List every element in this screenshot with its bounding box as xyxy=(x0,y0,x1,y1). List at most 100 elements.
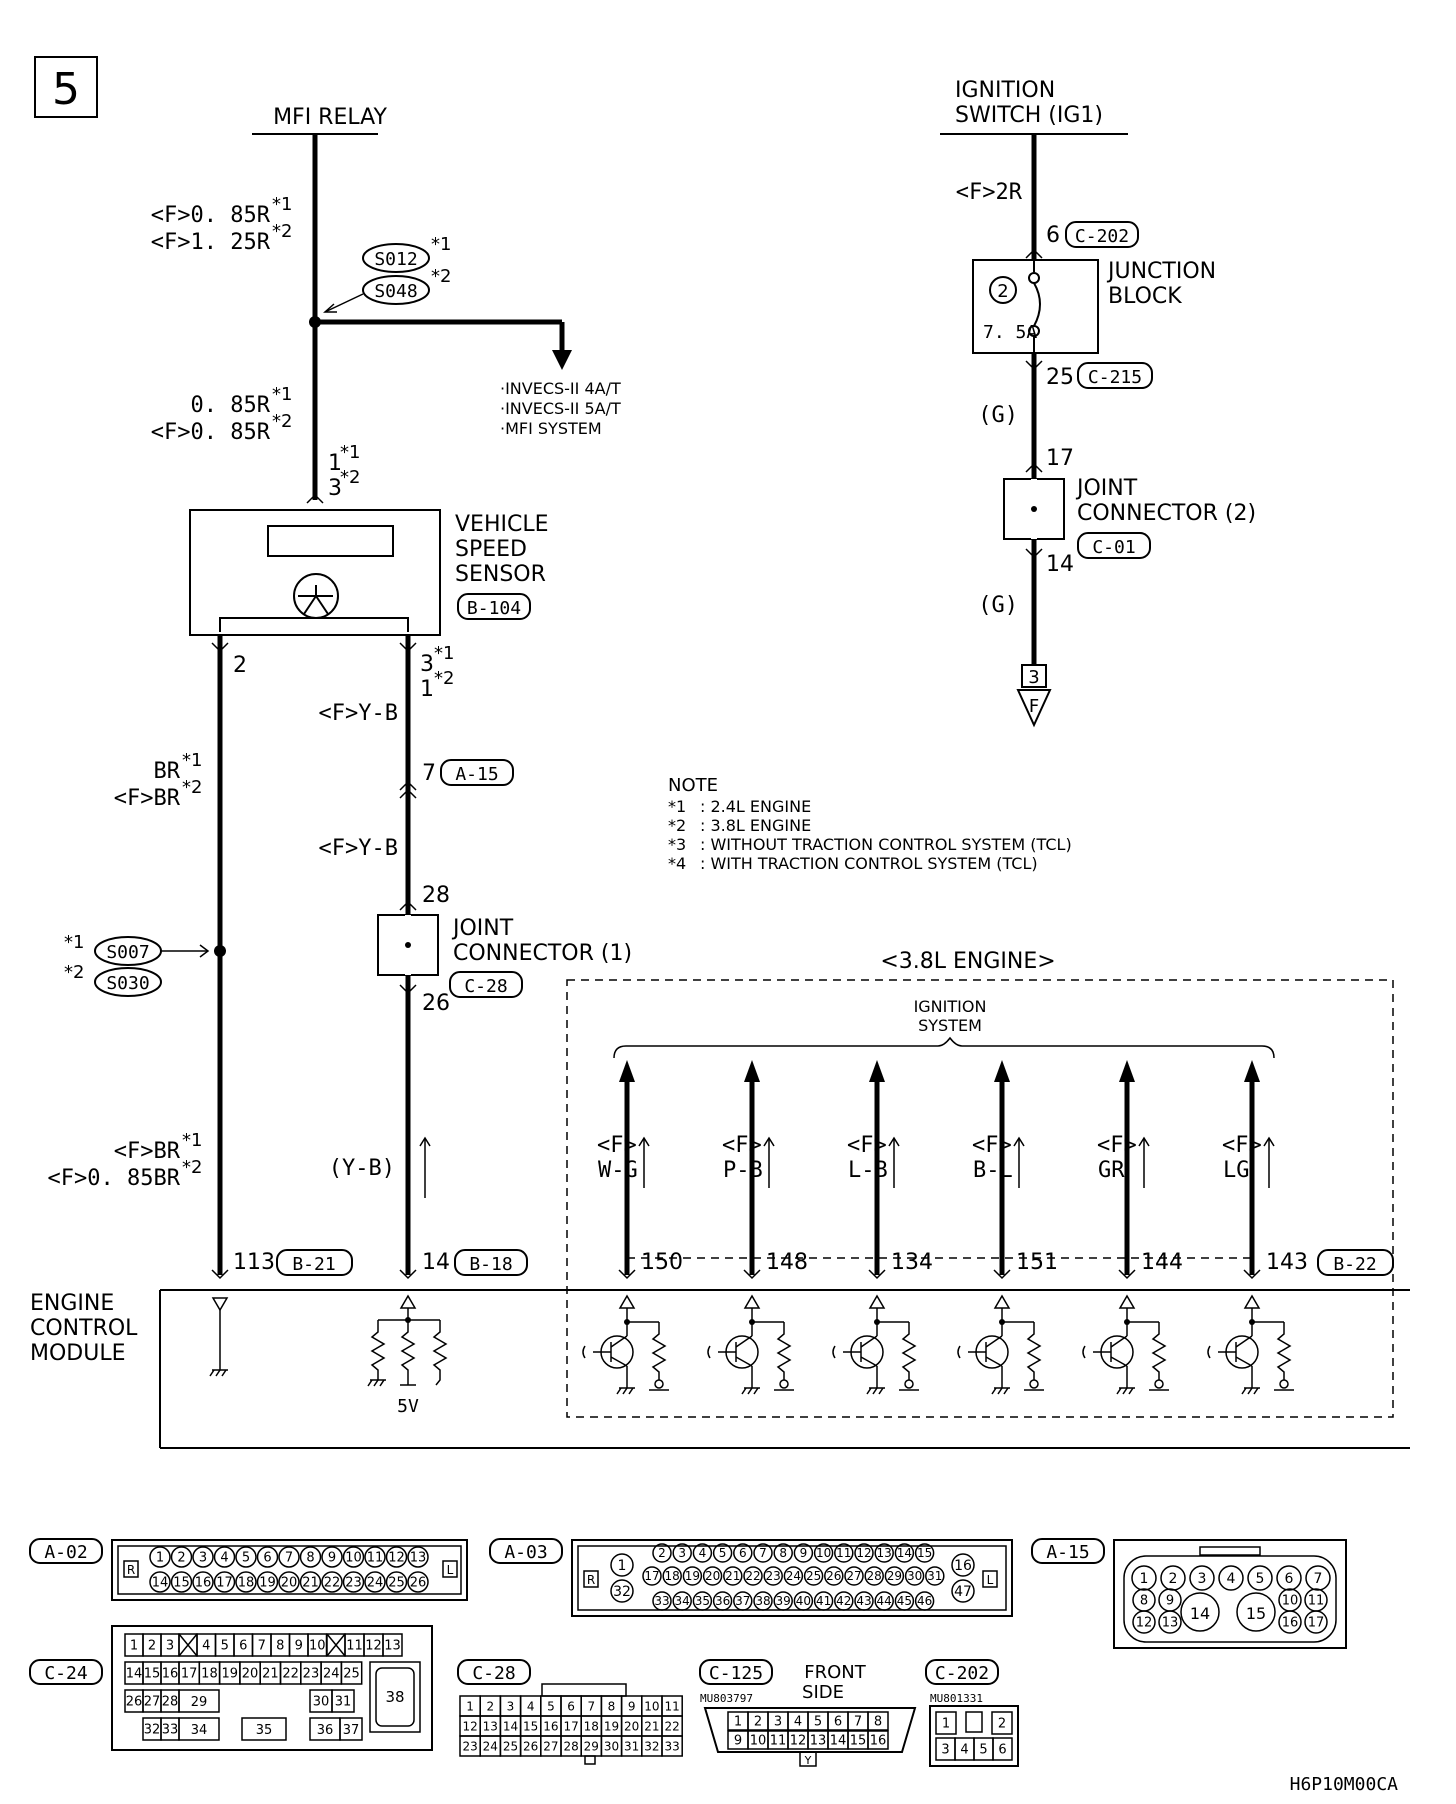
pin: 1 xyxy=(1140,1571,1149,1587)
ign-switch-label-2: SWITCH (IG1) xyxy=(955,103,1103,128)
ecm-5v: 5V xyxy=(397,1396,419,1417)
mfi-relay-label: MFI RELAY xyxy=(273,105,387,130)
pin: 11 xyxy=(664,1699,679,1713)
svg-text:*1: *1 xyxy=(64,932,84,953)
pin: 13 xyxy=(1162,1616,1179,1631)
pin: 26 xyxy=(826,1569,841,1583)
pin: 35 xyxy=(695,1594,710,1608)
pin: 6 xyxy=(998,1743,1006,1758)
pin: 20 xyxy=(705,1569,720,1583)
note-1: : 2.4L ENGINE xyxy=(700,797,811,816)
pin: 14 xyxy=(830,1734,847,1749)
pin: 32 xyxy=(144,1723,161,1738)
jc1-label-2: CONNECTOR (1) xyxy=(453,941,632,966)
svg-text:FRONT: FRONT xyxy=(804,1662,866,1683)
fuse-amperage: 7. 5A xyxy=(983,322,1037,343)
page-number: 5 xyxy=(52,64,80,115)
pin: 1 xyxy=(618,1558,627,1574)
pin: 7 xyxy=(1314,1571,1323,1587)
ignition-wires-group: <F>W-G150<F>P-B148<F>L-B134<F>B-L151<F>G… xyxy=(597,1060,1308,1280)
pin: 23 xyxy=(462,1739,477,1753)
ign-wire-color-2: (G) xyxy=(978,403,1018,428)
pin: 2 xyxy=(998,1717,1006,1732)
pin: 20 xyxy=(242,1667,259,1682)
pin: 6 xyxy=(834,1715,842,1730)
svg-text:R: R xyxy=(587,1573,595,1587)
pin: 24 xyxy=(483,1739,498,1753)
ignition-wire-color: P-B xyxy=(723,1158,763,1183)
pin: 27 xyxy=(144,1695,161,1710)
pin: 3 xyxy=(507,1699,515,1713)
pin: 2 xyxy=(658,1546,666,1560)
svg-text:SIDE: SIDE xyxy=(802,1682,844,1703)
pin: 20 xyxy=(281,1576,298,1591)
svg-text:S048: S048 xyxy=(374,281,417,302)
mark-star2: *2 xyxy=(272,221,292,242)
ign-pin-14: 14 xyxy=(1046,552,1074,577)
branch-1: ·INVECS-II 4A/T xyxy=(500,379,621,398)
connector-label-c-28: C-28 xyxy=(472,1663,515,1684)
splice-point-left xyxy=(214,945,226,957)
note-4: : WITH TRACTION CONTROL SYSTEM (TCL) xyxy=(700,854,1038,873)
ignition-wire-arrow xyxy=(744,1060,760,1082)
pin: 31 xyxy=(927,1569,942,1583)
mfi-wire-lower-1: 0. 85R xyxy=(191,393,271,418)
pin: 1 xyxy=(466,1699,474,1713)
branch-arrow xyxy=(552,350,572,370)
pin: 1 xyxy=(156,1551,164,1566)
pin: 4 xyxy=(202,1639,210,1654)
pin: 5 xyxy=(221,1639,229,1654)
pin: 24 xyxy=(786,1569,801,1583)
pin: 32 xyxy=(613,1584,631,1600)
ignition-wire-prefix: <F> xyxy=(722,1133,762,1158)
pin: 21 xyxy=(262,1667,279,1682)
svg-text:*4: *4 xyxy=(668,854,686,873)
ign-switch-label-1: IGNITION xyxy=(955,78,1055,103)
pin: 12 xyxy=(388,1551,405,1566)
svg-text:*2: *2 xyxy=(434,668,454,689)
svg-text:Y: Y xyxy=(804,1754,812,1767)
ignition-wire-color: GR xyxy=(1098,1158,1125,1183)
left-wire-color-3: <F>BR xyxy=(114,1139,181,1164)
pin: 23 xyxy=(766,1569,781,1583)
pin: 21 xyxy=(725,1569,740,1583)
engine38-dashed-box xyxy=(566,979,1394,1418)
pin: 22 xyxy=(745,1569,760,1583)
pin: 47 xyxy=(954,1584,972,1600)
pin: 7 xyxy=(285,1551,293,1566)
pin: 22 xyxy=(324,1576,341,1591)
pin: 15 xyxy=(523,1719,538,1733)
connector-label-a-03: A-03 xyxy=(504,1542,547,1563)
svg-text:*2: *2 xyxy=(182,777,202,798)
pin: 21 xyxy=(644,1719,659,1733)
pin: 9 xyxy=(1166,1594,1174,1609)
jc2-label-2: CONNECTOR (2) xyxy=(1077,501,1256,526)
ignition-pin-151: 151 xyxy=(1016,1250,1058,1275)
pin: 10 xyxy=(309,1639,326,1654)
ref-triangle xyxy=(1016,689,1052,728)
ignition-pin-134: 134 xyxy=(891,1250,933,1275)
pin: 25 xyxy=(503,1739,518,1753)
pin: 12 xyxy=(856,1546,871,1560)
branch-2: ·INVECS-II 5A/T xyxy=(500,399,621,418)
mark-star1: *1 xyxy=(272,194,292,215)
pin: 7 xyxy=(587,1699,595,1713)
svg-text:35: 35 xyxy=(256,1723,273,1738)
engine38-title: <3.8L ENGINE> xyxy=(880,949,1055,974)
pin: 7 xyxy=(759,1546,767,1560)
ignition-wire-color: L-B xyxy=(848,1158,888,1183)
connector-label-c-125: C-125 xyxy=(709,1663,763,1684)
vss-pin-1: 1 xyxy=(328,451,342,476)
svg-text:MU801331: MU801331 xyxy=(930,1692,983,1705)
ignition-pin-144: 144 xyxy=(1141,1250,1183,1275)
pin: 19 xyxy=(685,1569,700,1583)
pin: 32 xyxy=(644,1739,659,1753)
pin: 24 xyxy=(323,1667,340,1682)
jc1-connector: C-28 xyxy=(464,976,507,997)
pin: 3 xyxy=(678,1546,686,1560)
ignition-pin-148: 148 xyxy=(766,1250,808,1275)
pin: 4 xyxy=(960,1743,968,1758)
pin: 6 xyxy=(739,1546,747,1560)
ignition-wire-prefix: <F> xyxy=(597,1133,637,1158)
